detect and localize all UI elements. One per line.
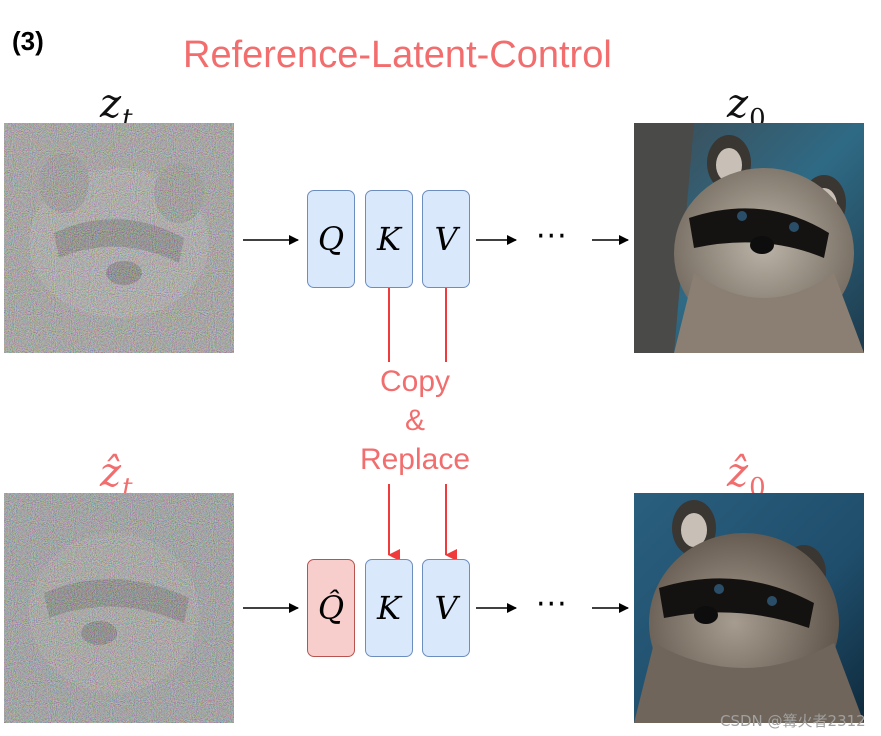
copy-replace-label: Copy & Replace	[340, 362, 490, 479]
diagram-title: Reference-Latent-Control	[183, 34, 612, 76]
top-k-box: K	[365, 190, 413, 288]
ampersand-text: &	[404, 404, 425, 437]
bottom-v-box: V	[422, 559, 470, 657]
bottom-clean-raccoon-image	[634, 493, 864, 723]
bottom-qhat-box: Q̂	[307, 559, 355, 657]
bottom-noisy-raccoon-image	[4, 493, 234, 723]
copy-text: Copy	[379, 365, 451, 398]
bottom-input-label: ẑt	[100, 450, 133, 503]
bottom-ellipsis: ···	[536, 587, 568, 622]
top-v-box: V	[422, 190, 470, 288]
top-clean-raccoon-image	[634, 123, 864, 353]
top-ellipsis: ···	[536, 219, 568, 254]
top-q-box: Q	[307, 190, 355, 288]
replace-text: Replace	[359, 443, 471, 476]
top-noisy-raccoon-image	[4, 123, 234, 353]
bottom-k-box: K	[365, 559, 413, 657]
panel-label: (3)	[12, 26, 44, 56]
watermark: CSDN @篝火者2312	[720, 712, 866, 730]
top-input-label: zt	[100, 81, 133, 134]
